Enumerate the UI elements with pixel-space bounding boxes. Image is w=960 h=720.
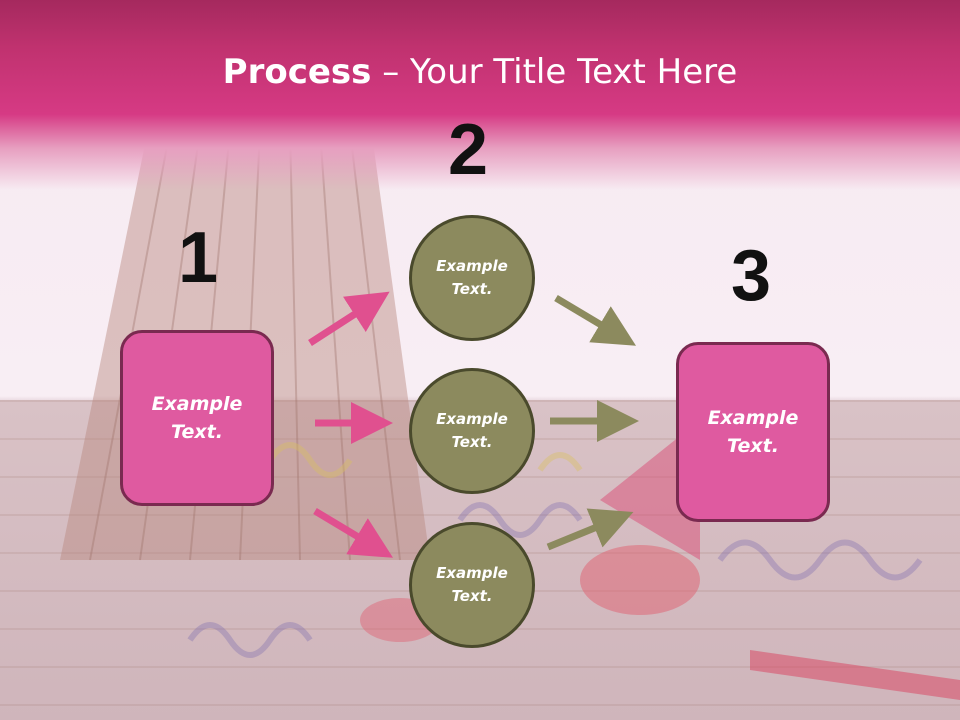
title-rest: Your Title Text Here	[410, 52, 738, 92]
arrow-1-to-2a	[308, 291, 390, 346]
step-3-label: Example Text.	[707, 406, 799, 458]
step-2-circle-1-label: Example Text.	[436, 256, 508, 298]
title-bar	[0, 0, 960, 190]
title-bold: Process	[222, 52, 372, 92]
arrow-1-to-2c	[313, 507, 394, 558]
step-2-circle-1: Example Text.	[409, 215, 535, 341]
step-3-box: Example Text.	[676, 342, 830, 522]
slide-title: Process – Your Title Text Here	[0, 52, 960, 92]
step-1-box: Example Text.	[120, 330, 274, 506]
step-2-circle-2-label: Example Text.	[436, 409, 508, 451]
step-1-label: Example Text.	[151, 392, 243, 444]
step-2-number: 2	[448, 110, 489, 190]
arrow-2c-to-3	[546, 508, 634, 551]
step-2-circle-2: Example Text.	[409, 368, 535, 494]
arrow-2a-to-3	[554, 294, 637, 346]
title-separator: –	[371, 52, 411, 92]
step-3-number: 3	[731, 236, 772, 316]
step-2-circle-3: Example Text.	[409, 522, 535, 648]
step-1-number: 1	[178, 218, 219, 298]
step-2-circle-3-label: Example Text.	[436, 563, 508, 605]
